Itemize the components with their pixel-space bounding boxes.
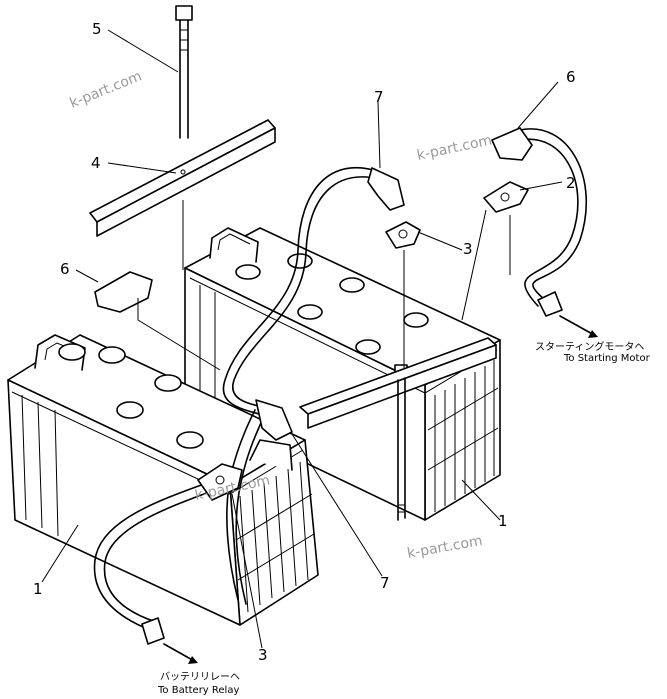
battery-front bbox=[7, 334, 319, 626]
arrow-battery-relay bbox=[163, 643, 198, 664]
hold-down-bar bbox=[89, 119, 276, 237]
battery-relay-label-jp: バッテリリレーヘ bbox=[160, 671, 240, 683]
callout-3-bottom: 3 bbox=[258, 646, 268, 664]
hold-down-bar-lower bbox=[299, 337, 497, 429]
callout-6-right: 6 bbox=[566, 68, 576, 86]
starting-motor-label-en: To Starting Motor bbox=[563, 353, 651, 364]
callout-1-right: 1 bbox=[498, 512, 508, 530]
callout-5: 5 bbox=[92, 20, 102, 38]
starting-motor-label-jp: スターティングモータヘ bbox=[535, 340, 644, 353]
battery-rear bbox=[184, 227, 501, 521]
callout-1-left: 1 bbox=[33, 580, 43, 598]
destination-labels: スターティングモータヘ To Starting Motor バッテリリレーヘ T… bbox=[157, 340, 651, 696]
arrow-starting-motor bbox=[559, 315, 598, 338]
watermark-2: k-part.com bbox=[416, 132, 494, 164]
cables bbox=[93, 127, 588, 645]
watermark-4: k-part.com bbox=[406, 533, 484, 562]
j-bolt bbox=[175, 5, 193, 270]
watermark-1: k-part.com bbox=[68, 68, 145, 111]
callout-2: 2 bbox=[566, 174, 576, 192]
j-bolt-lower bbox=[397, 377, 406, 521]
leader-lines bbox=[41, 29, 563, 649]
callout-3-top: 3 bbox=[463, 240, 473, 258]
callout-4: 4 bbox=[91, 154, 101, 172]
callout-7-bottom: 7 bbox=[380, 574, 390, 592]
callout-7-top: 7 bbox=[374, 88, 384, 106]
callouts: 5 4 6 6 2 7 3 1 1 3 7 bbox=[33, 20, 576, 664]
callout-6-left: 6 bbox=[60, 260, 70, 278]
battery-relay-label-en: To Battery Relay bbox=[157, 685, 239, 696]
